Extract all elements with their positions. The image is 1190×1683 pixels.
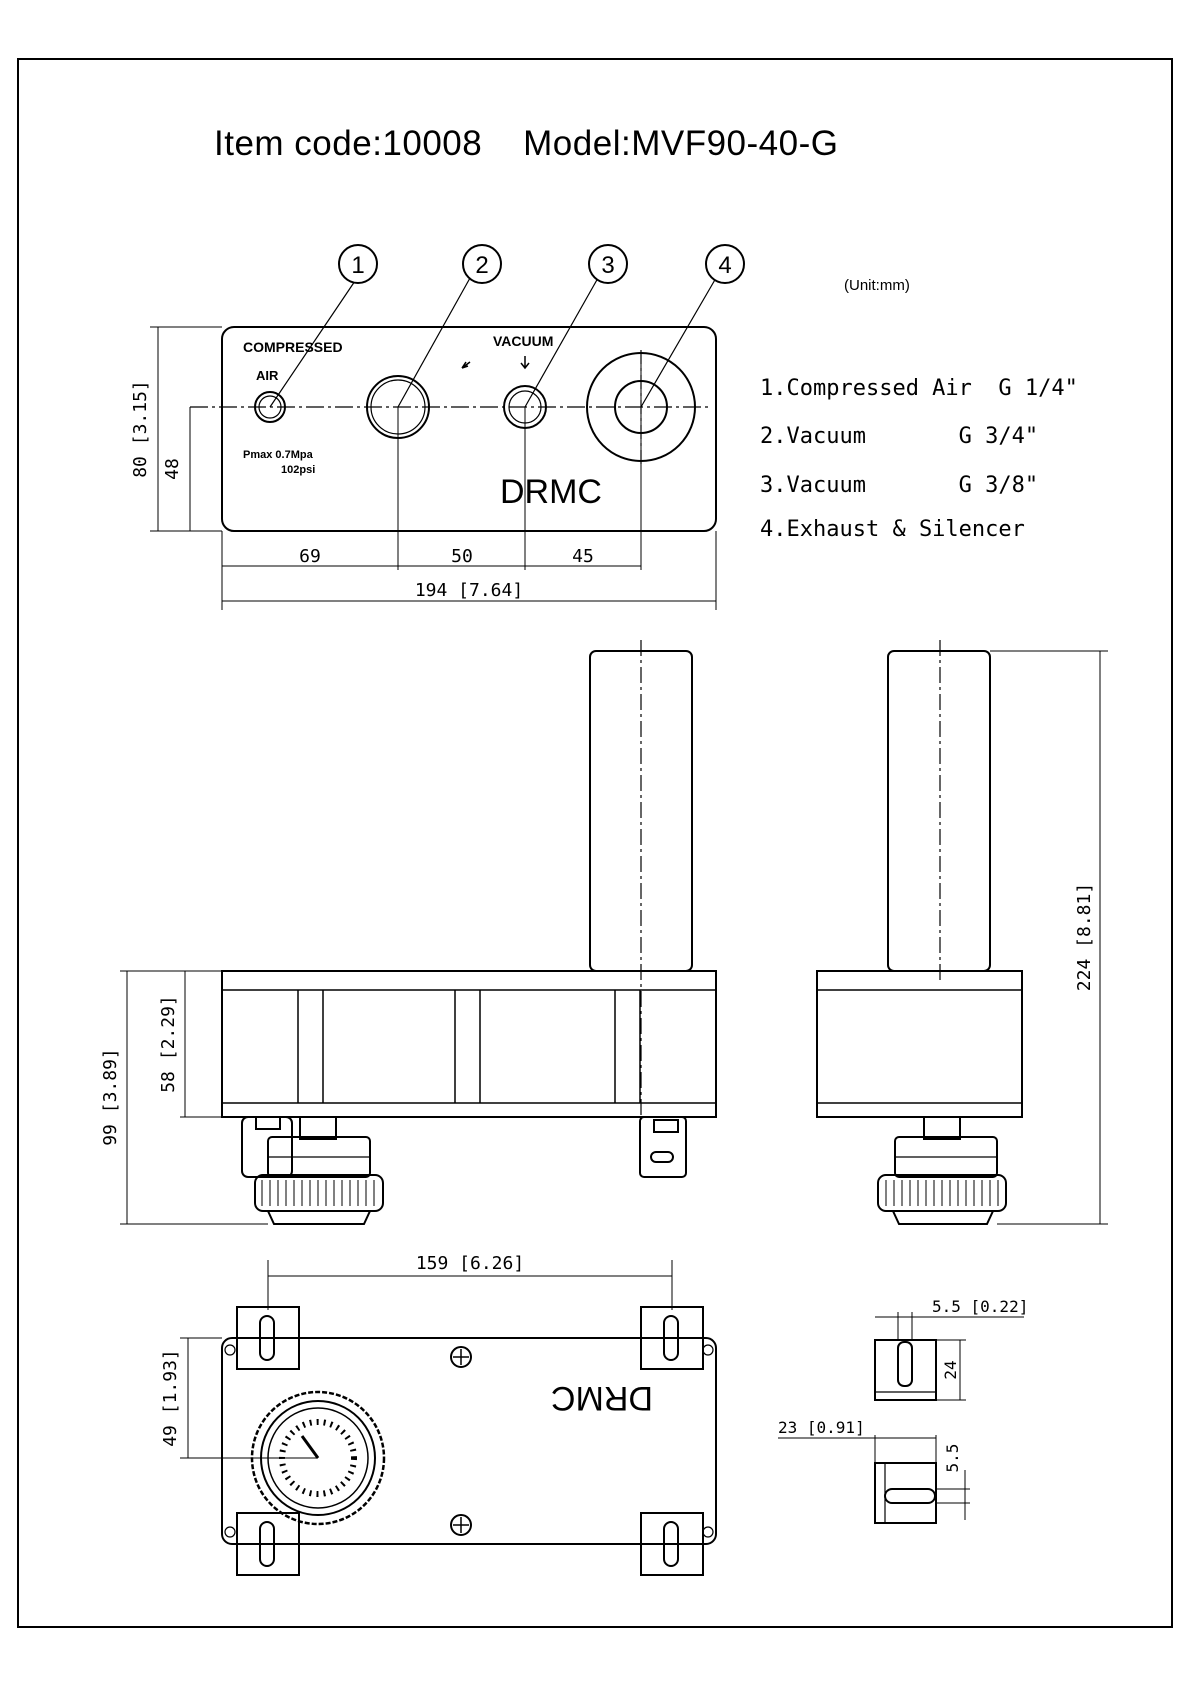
panel-compressed-label: COMPRESSED xyxy=(243,339,343,355)
callout-1 xyxy=(338,244,378,284)
tab-detail-side xyxy=(874,1462,937,1524)
bottom-brand-mirrored: DRMC xyxy=(551,1379,653,1417)
vacuum-down-arrow-icon xyxy=(520,356,530,370)
dim-gauge-offset: 49 [1.93] xyxy=(160,1349,181,1447)
panel-psi-label: 102psi xyxy=(281,464,315,476)
callout-3 xyxy=(588,244,628,284)
bottom-view xyxy=(180,1260,717,1576)
gauge-needle xyxy=(300,1435,320,1459)
callout-1-label: 1 xyxy=(351,252,364,279)
gauge-base xyxy=(266,1210,372,1225)
mount-tab-detail xyxy=(778,1312,1024,1524)
main-block xyxy=(221,970,717,1118)
panel-pmax-label: Pmax 0.7Mpa xyxy=(243,449,314,461)
side-view xyxy=(120,640,717,1225)
screw-icon xyxy=(450,1514,472,1536)
front-panel-view xyxy=(150,244,745,610)
screw-icon xyxy=(450,1346,472,1368)
panel-brand-logo: DRMC xyxy=(500,473,602,511)
model-name: Model:MVF90-40-G xyxy=(523,124,839,163)
drawing-sheet xyxy=(17,58,1173,1628)
callout-2 xyxy=(462,244,502,284)
callout-3-label: 3 xyxy=(601,252,614,279)
unit-note: (Unit:mm) xyxy=(844,277,910,294)
dim-side-body-height: 58 [2.29] xyxy=(158,995,179,1093)
dim-front-width: 194 [7.64] xyxy=(415,580,523,601)
dim-spacing-1: 69 xyxy=(299,546,321,567)
legend-item-3: 3.Vacuum G 3/8" xyxy=(760,473,1039,498)
dim-bracket-slot: 5.5 xyxy=(943,1444,962,1473)
dim-front-height: 80 [3.15] xyxy=(130,380,151,478)
panel-air-label: AIR xyxy=(256,368,279,383)
dim-slot-height: 24 xyxy=(941,1360,960,1379)
callout-4-label: 4 xyxy=(718,252,731,279)
end-block xyxy=(816,970,1023,1118)
dim-mount-spacing: 159 [6.26] xyxy=(416,1253,524,1274)
dim-spacing-2: 50 xyxy=(451,546,473,567)
legend-item-4: 4.Exhaust & Silencer xyxy=(760,517,1025,542)
end-view xyxy=(816,640,1108,1225)
mount-tab-bottom-right xyxy=(640,1512,704,1576)
dim-end-total-height: 224 [8.81] xyxy=(1074,883,1095,991)
drawing-title: Item code:10008 Model:MVF90-40-G xyxy=(214,124,838,164)
panel-vacuum-label: VACUUM xyxy=(493,333,553,349)
port-1-compressed-air xyxy=(254,391,286,423)
bottom-plate xyxy=(221,1337,717,1545)
dim-slot-width: 5.5 [0.22] xyxy=(932,1297,1028,1316)
knurled-nut xyxy=(254,1174,384,1212)
callout-2-label: 2 xyxy=(475,252,488,279)
item-code: Item code:10008 xyxy=(214,124,483,163)
dim-front-center: 48 xyxy=(162,458,183,480)
dim-side-total-height: 99 [3.89] xyxy=(100,1048,121,1146)
legend-item-2: 2.Vacuum G 3/4" xyxy=(760,424,1039,449)
dim-bracket-width: 23 [0.91] xyxy=(778,1418,865,1437)
mount-tab-bottom-left xyxy=(236,1512,300,1576)
front-panel-outline xyxy=(221,326,717,532)
callout-4 xyxy=(705,244,745,284)
right-bracket xyxy=(639,1116,687,1178)
dim-spacing-3: 45 xyxy=(572,546,594,567)
vacuum-arrow-icon xyxy=(461,361,471,369)
end-silencer xyxy=(887,650,991,972)
tab-detail-top xyxy=(874,1339,937,1401)
legend-item-1: 1.Compressed Air G 1/4" xyxy=(760,376,1078,401)
